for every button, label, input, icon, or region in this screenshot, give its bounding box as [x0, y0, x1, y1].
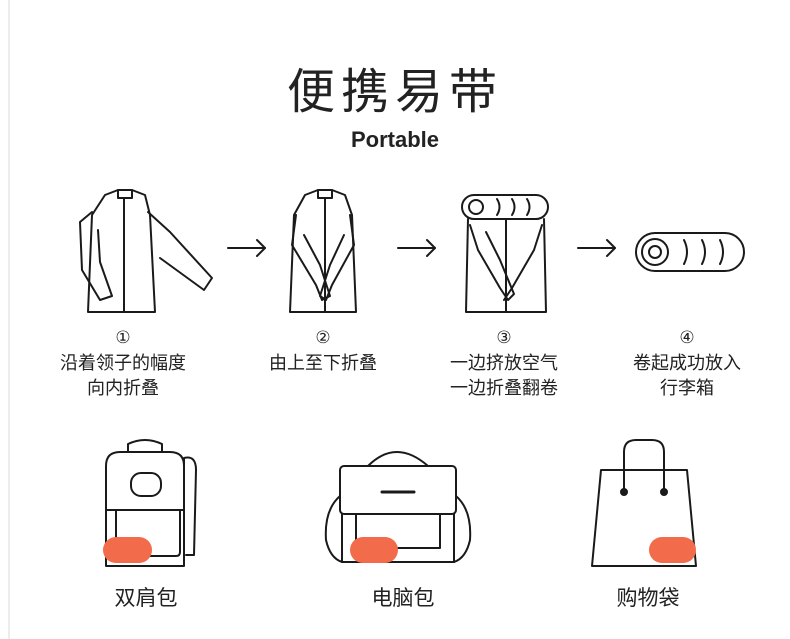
- step-3-line1: 一边挤放空气: [450, 353, 558, 374]
- backpack-accent-mark: [103, 537, 152, 563]
- shopping-bag-label: 购物袋: [616, 586, 680, 610]
- step-3-number: ③: [496, 328, 512, 348]
- step-1-number: ①: [115, 328, 131, 348]
- step-2-caption: ② 由上至下折叠: [233, 326, 413, 376]
- page-title: 便携易带: [286, 64, 503, 120]
- step-2-line1: 由上至下折叠: [269, 353, 377, 374]
- step-4-line2: 行李箱: [660, 378, 714, 399]
- backpack-label: 双肩包: [114, 586, 178, 610]
- laptop-bag-icon: [324, 451, 472, 563]
- page-subtitle: Portable: [350, 127, 440, 152]
- arrow-2-icon: [397, 239, 436, 257]
- left-edge-divider: [8, 0, 10, 639]
- step-4-number: ④: [679, 328, 695, 348]
- laptop-bag-label: 电脑包: [371, 586, 435, 610]
- step-3-caption: ③ 一边挤放空气 一边折叠翻卷: [414, 326, 594, 401]
- arrow-3-icon: [577, 239, 616, 257]
- jacket-step3-icon: [461, 194, 549, 313]
- shopping-bag-accent-mark: [649, 537, 696, 563]
- step-1-caption: ① 沿着领子的幅度 向内折叠: [33, 326, 213, 401]
- laptop-bag-accent-mark: [350, 537, 398, 563]
- step-4-caption: ④ 卷起成功放入 行李箱: [597, 326, 777, 401]
- step-2-number: ②: [315, 328, 331, 348]
- rolled-jacket-icon: [635, 232, 745, 272]
- step-1-line1: 沿着领子的幅度: [60, 353, 186, 374]
- arrow-1-icon: [227, 239, 266, 257]
- jacket-step2-icon: [289, 189, 357, 313]
- step-4-line1: 卷起成功放入: [633, 353, 741, 374]
- step-1-line2: 向内折叠: [87, 378, 159, 399]
- step-3-line2: 一边折叠翻卷: [450, 378, 558, 399]
- jacket-step1-icon: [79, 189, 213, 313]
- backpack-icon: [103, 439, 197, 567]
- shopping-bag-icon: [591, 439, 697, 567]
